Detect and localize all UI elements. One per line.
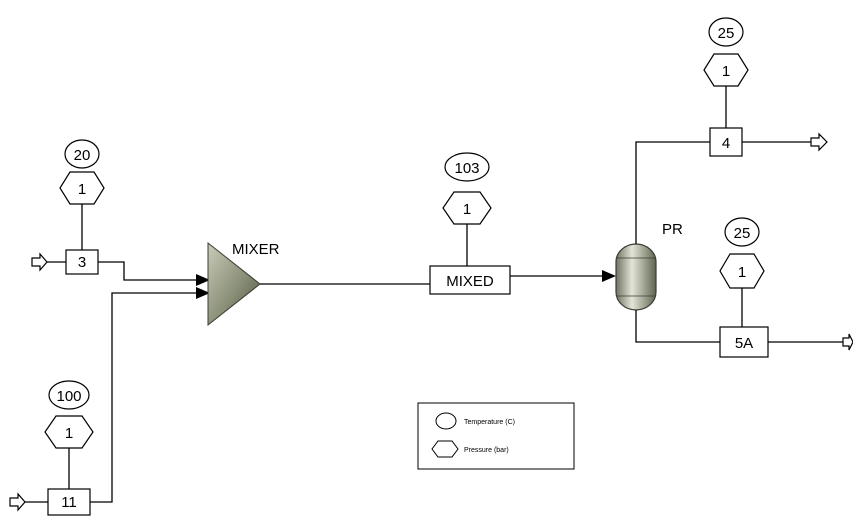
- reactor-inlet-arrowhead-icon: [602, 270, 616, 282]
- stream-5a-label: 5A: [735, 335, 753, 352]
- inlet-arrow-11-icon: [9, 492, 26, 512]
- mixer-inlet-arrowhead-icon: [196, 274, 210, 286]
- legend-box: [417, 402, 575, 470]
- outlet-arrow-4-icon: [810, 132, 828, 152]
- pressure-hexagon-icon: [431, 440, 459, 458]
- inlet-arrow-3-icon: [31, 252, 48, 272]
- stream-11-tags: 1 100: [44, 380, 94, 489]
- stream-3-tags: 1 20: [59, 139, 105, 250]
- temperature-circle-icon: [48, 380, 90, 410]
- mixer-triangle-icon: [207, 241, 261, 327]
- stream-5a-pressure: 1: [738, 264, 746, 281]
- pressure-hexagon-icon: [703, 53, 749, 87]
- legend-temperature-label: Temperature (C): [464, 419, 515, 426]
- mixer-label: MIXER: [232, 241, 280, 258]
- stream-3-pressure: 1: [78, 181, 86, 198]
- stream-3[interactable]: 3: [31, 249, 196, 281]
- pressure-hexagon-icon: [44, 415, 94, 449]
- legend: Temperature (C) Pressure (bar): [417, 402, 575, 470]
- mixer-inlet-arrowhead-icon: [196, 287, 210, 299]
- stream-5a-box[interactable]: [719, 326, 769, 358]
- stream-4-tags: 1 25: [703, 17, 749, 128]
- temperature-circle-icon: [64, 139, 100, 169]
- legend-pressure-label: Pressure (bar): [464, 447, 509, 454]
- stream-11-temperature: 100: [56, 388, 81, 405]
- temperature-circle-icon: [444, 152, 490, 182]
- stream-mixed-temperature: 103: [454, 160, 479, 177]
- outlet-arrow-5a-icon: [842, 333, 853, 351]
- pressure-hexagon-icon: [442, 191, 492, 225]
- stream-4-wire-in: [635, 141, 710, 244]
- stream-4[interactable]: 4: [635, 127, 828, 244]
- temperature-circle-icon: [724, 217, 760, 247]
- temperature-circle-icon: [708, 17, 744, 47]
- stream-mixed-box[interactable]: [429, 265, 511, 295]
- stream-mixed[interactable]: MIXED: [260, 265, 616, 295]
- stream-4-pressure: 1: [722, 63, 730, 80]
- stream-4-label: 4: [722, 135, 730, 152]
- reactor-unit[interactable]: PR: [615, 221, 683, 311]
- stream-mixed-tags: 1 103: [442, 152, 492, 266]
- stream-11[interactable]: 11: [9, 292, 196, 516]
- mixer-unit[interactable]: MIXER: [207, 241, 280, 327]
- stream-5a-temperature: 25: [734, 225, 751, 242]
- stream-5a-tags: 1 25: [719, 217, 765, 327]
- stream-4-temperature: 25: [718, 25, 735, 42]
- reactor-label: PR: [662, 221, 683, 238]
- pressure-hexagon-icon: [719, 253, 765, 289]
- stream-mixed-pressure: 1: [463, 201, 471, 218]
- stream-3-wire-out: [98, 261, 196, 281]
- stream-5a-wire-in: [635, 310, 720, 343]
- reactor-vessel-icon: [615, 243, 657, 311]
- stream-11-label: 11: [61, 494, 77, 511]
- stream-3-label: 3: [78, 254, 86, 271]
- stream-mixed-label: MIXED: [446, 273, 494, 290]
- pressure-hexagon-icon: [59, 171, 105, 205]
- stream-5a[interactable]: 5A: [635, 310, 853, 358]
- stream-11-wire-out: [90, 292, 196, 503]
- temperature-circle-icon: [435, 412, 457, 430]
- stream-11-pressure: 1: [65, 425, 73, 442]
- stream-3-temperature: 20: [74, 147, 91, 164]
